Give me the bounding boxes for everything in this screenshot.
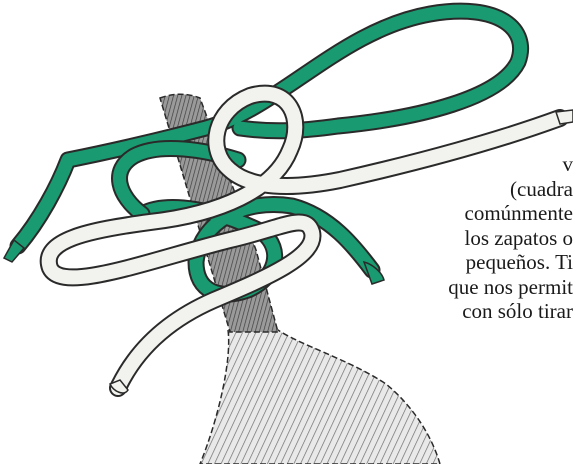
caption-line: los zapatos o <box>464 225 573 250</box>
caption-line: v <box>562 152 573 176</box>
green-aglet <box>2 238 26 263</box>
white-cord <box>39 84 569 397</box>
caption-text: v (cuadra comúnmente los zapatos o peque… <box>353 152 573 324</box>
white-aglet <box>554 109 573 125</box>
green-cord <box>9 2 530 303</box>
white-end <box>108 379 129 394</box>
caption-line: pequeños. Ti <box>465 250 573 274</box>
caption-line: comúnmente <box>464 201 573 225</box>
post-base <box>199 329 441 464</box>
caption-line: con sólo tirar <box>462 299 573 323</box>
green-end <box>362 260 385 285</box>
caption-line: que nos permit <box>448 274 573 299</box>
caption-line: (cuadra <box>510 176 573 201</box>
